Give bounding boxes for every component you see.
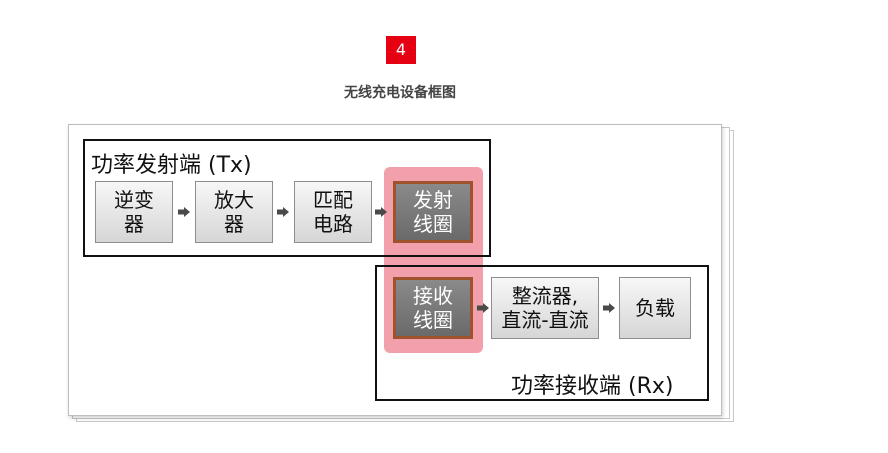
transmit-coil-block: 发射 线圈 — [393, 181, 473, 243]
load-block: 负载 — [619, 277, 691, 339]
amplifier-block: 放大 器 — [195, 181, 273, 243]
tx-title: 功率发射端 (Tx) — [91, 153, 252, 178]
rectifier-dcdc-block: 整流器, 直流-直流 — [491, 277, 599, 339]
rx-title: 功率接收端 (Rx) — [511, 374, 674, 399]
arrow-icon — [603, 303, 615, 313]
tx-frame — [83, 139, 491, 257]
matching-circuit-block: 匹配 电路 — [294, 181, 372, 243]
arrow-icon — [375, 207, 387, 217]
block-diagram-card: 功率发射端 (Tx) 逆变 器 放大 器 匹配 电路 发射 线圈 接收 线圈 整… — [68, 124, 722, 416]
arrow-icon — [477, 303, 489, 313]
arrow-icon — [178, 207, 190, 217]
figure-number-badge: 4 — [386, 36, 416, 64]
arrow-icon — [277, 207, 289, 217]
rx-frame — [375, 265, 709, 401]
figure-caption: 无线充电设备框图 — [344, 85, 456, 101]
inverter-block: 逆变 器 — [95, 181, 173, 243]
receive-coil-block: 接收 线圈 — [393, 277, 473, 339]
